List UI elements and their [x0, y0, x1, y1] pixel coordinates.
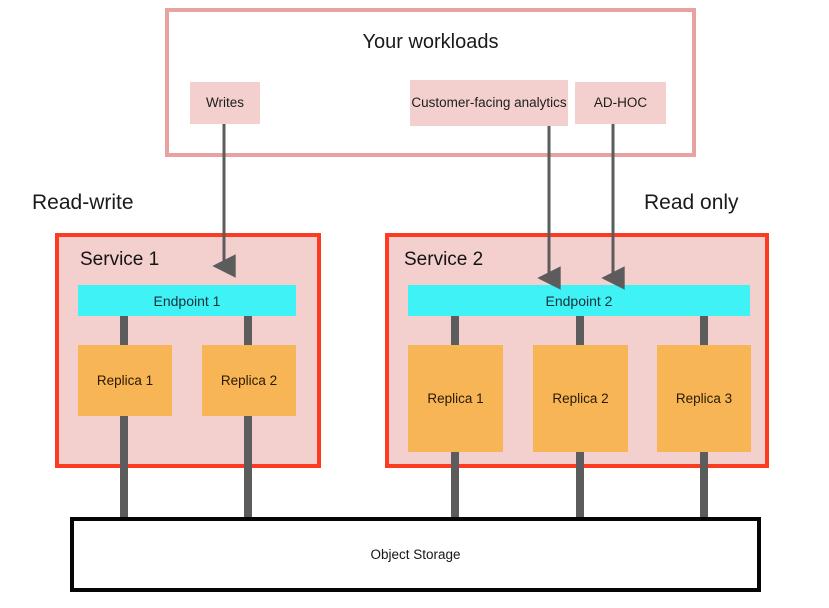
service-1-replica-2[interactable]: Replica 2 [202, 345, 296, 416]
connector-s2-replica1-storage [451, 452, 459, 518]
service-1-title: Service 1 [80, 249, 160, 270]
object-storage-box[interactable]: Object Storage [70, 517, 761, 592]
service-2-title: Service 2 [404, 249, 484, 270]
service-2-replica-3[interactable]: Replica 3 [657, 345, 751, 452]
workload-chip-writes[interactable]: Writes [190, 82, 260, 124]
connector-endpoint2-replica2 [576, 316, 584, 346]
connector-s2-replica2-storage [576, 452, 584, 518]
connector-endpoint2-replica1 [451, 316, 459, 346]
service-2-replica-1[interactable]: Replica 1 [408, 345, 503, 452]
connector-s1-replica1-storage [120, 416, 128, 518]
workload-chip-customer-facing-analytics[interactable]: Customer-facing analytics [410, 80, 568, 126]
connector-s2-replica3-storage [700, 452, 708, 518]
connector-s1-replica2-storage [244, 416, 252, 518]
label-read-only: Read only [644, 191, 739, 214]
connector-endpoint1-replica2 [244, 316, 252, 346]
service-2-endpoint[interactable]: Endpoint 2 [408, 285, 750, 316]
service-2-replica-2[interactable]: Replica 2 [533, 345, 628, 452]
connector-endpoint1-replica1 [120, 316, 128, 346]
service-1-endpoint[interactable]: Endpoint 1 [78, 285, 296, 316]
workload-chip-ad-hoc[interactable]: AD-HOC [575, 82, 666, 124]
label-read-write: Read-write [32, 191, 134, 214]
connector-endpoint2-replica3 [700, 316, 708, 346]
workloads-title: Your workloads [362, 31, 499, 53]
service-1-replica-1[interactable]: Replica 1 [78, 345, 172, 416]
